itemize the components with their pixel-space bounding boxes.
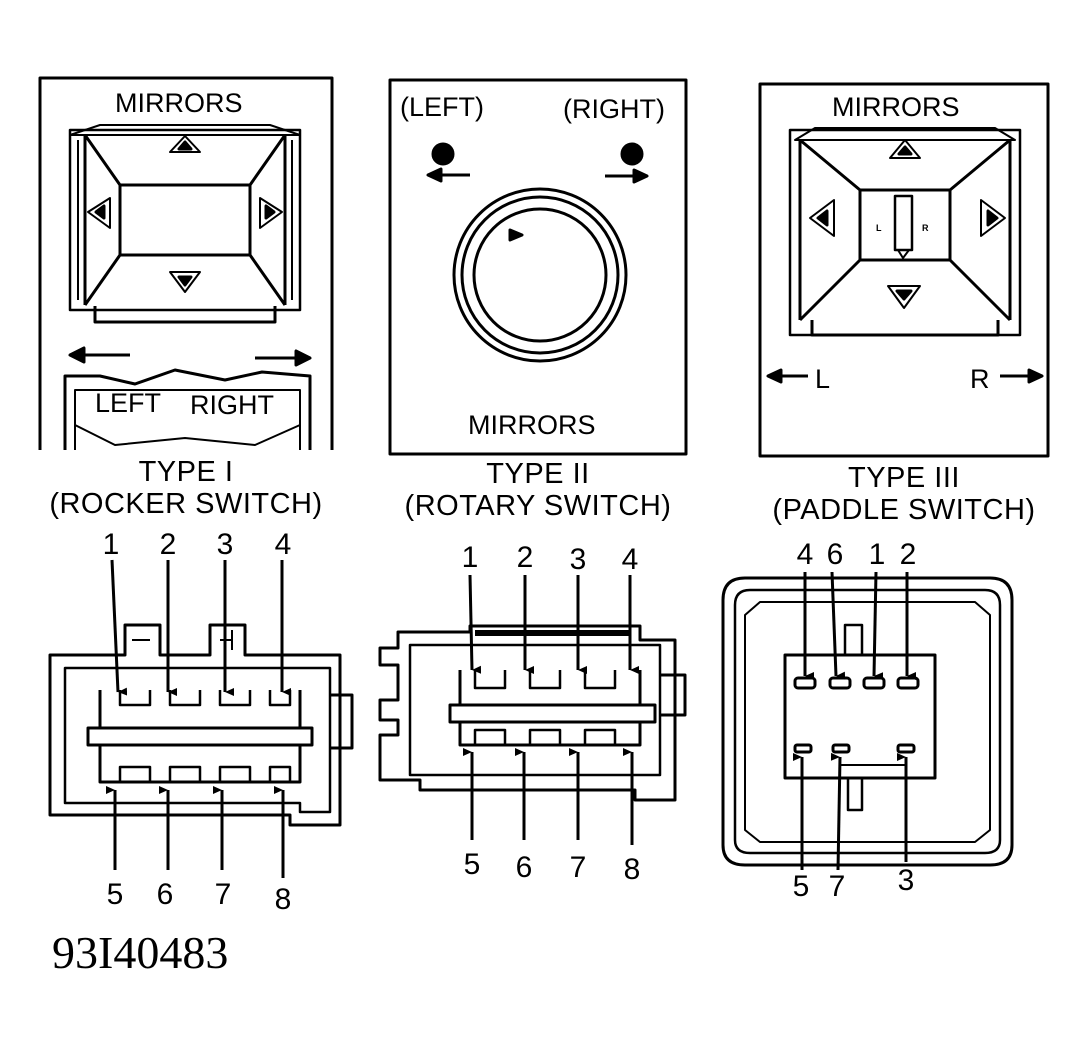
type1-mirrors-label: MIRRORS bbox=[115, 88, 243, 118]
type2-right-label: (RIGHT) bbox=[563, 94, 665, 124]
type1-title: TYPE I bbox=[138, 456, 234, 488]
type2-panel bbox=[388, 78, 688, 456]
type1-pin-1: 1 bbox=[102, 528, 120, 561]
type2-pin-4: 4 bbox=[621, 543, 639, 576]
type2-pin-3: 3 bbox=[569, 543, 587, 576]
type1-pin-6: 6 bbox=[156, 878, 174, 911]
type2-pin-5: 5 bbox=[463, 848, 481, 881]
type3-side-left-label: L bbox=[815, 364, 831, 394]
type1-connector bbox=[48, 559, 354, 878]
type1-pin-8: 8 bbox=[274, 883, 292, 916]
type3-pin-7: 7 bbox=[828, 870, 846, 903]
type1-left-label: LEFT bbox=[95, 388, 162, 418]
type3-mirrors-label: MIRRORS bbox=[832, 92, 960, 122]
type3-pin-3: 3 bbox=[897, 864, 915, 897]
type2-subtitle: (ROTARY SWITCH) bbox=[404, 490, 672, 522]
type2-left-label: (LEFT) bbox=[400, 92, 484, 122]
type1-subtitle: (ROCKER SWITCH) bbox=[49, 488, 323, 520]
type3-subtitle: (PADDLE SWITCH) bbox=[772, 494, 1036, 526]
type1-panel bbox=[38, 76, 334, 450]
type3-connector bbox=[721, 571, 1014, 871]
type3-pin-5: 5 bbox=[792, 870, 810, 903]
type3-side-right-label: R bbox=[970, 364, 990, 394]
type2-connector bbox=[378, 574, 687, 845]
type2-title: TYPE II bbox=[486, 458, 590, 490]
type1-pin-4: 4 bbox=[274, 528, 292, 561]
type1-pin-2: 2 bbox=[159, 528, 177, 561]
type3-title: TYPE III bbox=[848, 462, 960, 494]
type3-pin-6: 6 bbox=[826, 538, 844, 571]
type3-paddle-right-label: R bbox=[922, 223, 929, 233]
type3-panel bbox=[758, 82, 1050, 458]
type2-pin-6: 6 bbox=[515, 851, 533, 884]
type2-pin-7: 7 bbox=[569, 851, 587, 884]
type2-pin-8: 8 bbox=[623, 853, 641, 886]
type1-pin-5: 5 bbox=[106, 878, 124, 911]
type2-pin-1: 1 bbox=[461, 541, 479, 574]
type3-pin-4: 4 bbox=[796, 538, 814, 571]
type1-pin-7: 7 bbox=[214, 878, 232, 911]
type2-mirrors-label: MIRRORS bbox=[468, 410, 596, 440]
type3-pin-1: 1 bbox=[868, 538, 886, 571]
type1-right-label: RIGHT bbox=[190, 390, 274, 420]
type3-pin-2: 2 bbox=[899, 538, 917, 571]
type1-pin-3: 3 bbox=[216, 528, 234, 561]
figure-id: 93I40483 bbox=[52, 927, 229, 978]
type3-paddle-left-label: L bbox=[876, 223, 882, 233]
type2-pin-2: 2 bbox=[516, 541, 534, 574]
